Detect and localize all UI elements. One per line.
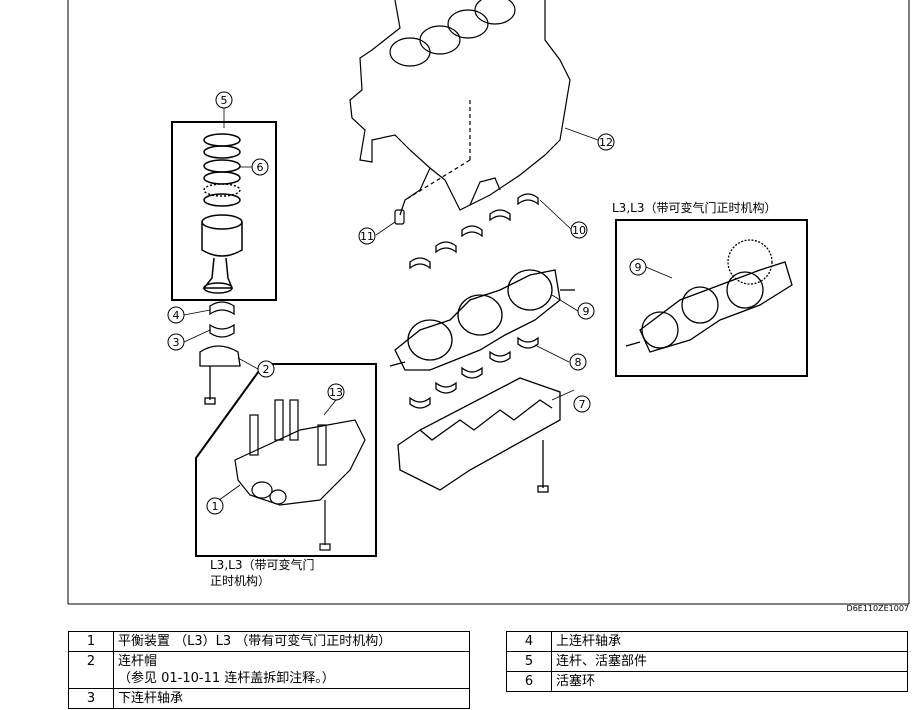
table-row: 3 下连杆轴承 (68, 688, 470, 709)
legend-text: 活塞环 (551, 671, 908, 692)
upper-main-bearings (409, 193, 539, 270)
legend-table-right: 4 上连杆轴承 5 连杆、活塞部件 6 活塞环 (506, 631, 908, 692)
callout-13: 13 (329, 386, 343, 399)
callout-2: 2 (263, 363, 270, 376)
balancer-inset-caption-2: 正时机构） (210, 573, 270, 588)
table-row: 4 上连杆轴承 (506, 631, 908, 652)
table-row: 5 连杆、活塞部件 (506, 651, 908, 672)
crankshaft (389, 269, 575, 371)
legend-note: （参见 01-10-11 连杆盖拆卸注释。） (118, 671, 335, 686)
callout-11: 11 (360, 230, 374, 243)
conrod-bearings-cap (199, 301, 241, 405)
callout-12: 12 (599, 136, 613, 149)
vvt-crankshaft-box (615, 219, 808, 377)
dowel-pin (394, 209, 405, 225)
legend-cell: 连杆帽 （参见 01-10-11 连杆盖拆卸注释。） (113, 651, 470, 689)
table-row: 6 活塞环 (506, 671, 908, 692)
callout-5: 5 (221, 94, 228, 107)
table-row: 2 连杆帽 （参见 01-10-11 连杆盖拆卸注释。） (68, 651, 470, 689)
callout-4: 4 (173, 309, 180, 322)
main-bearing-caps (397, 377, 561, 493)
legend-num: 6 (506, 671, 552, 692)
vvt-inset-caption: L3,L3（带可变气门正时机构） (612, 200, 776, 215)
callout-10: 10 (572, 224, 586, 237)
callout-9: 9 (583, 305, 590, 318)
callout-9-vvt: 9 (635, 261, 642, 274)
callout-3: 3 (173, 336, 180, 349)
table-row: 1 平衡装置 （L3）L3 （带有可变气门正时机构） (68, 631, 470, 652)
callout-8: 8 (575, 356, 582, 369)
vvt-crankshaft (625, 239, 793, 353)
callout-7: 7 (579, 398, 586, 411)
figure-code: D6E110ZE1007 (846, 604, 909, 613)
legend-text: 连杆帽 (118, 654, 158, 669)
piston-box (171, 121, 277, 301)
legend-text: 上连杆轴承 (551, 631, 908, 652)
balancer-box (195, 363, 377, 557)
piston-conrod (201, 214, 243, 294)
callout-1: 1 (212, 500, 219, 513)
legend-text: 连杆、活塞部件 (551, 651, 908, 672)
balancer-inset-caption-1: L3,L3（带可变气门 (210, 557, 314, 572)
legend-num: 2 (68, 651, 114, 689)
legend-text: 平衡装置 （L3）L3 （带有可变气门正时机构） (113, 631, 470, 652)
legend-text: 下连杆轴承 (113, 688, 470, 709)
exploded-parts-diagram: 5 6 4 3 2 1 13 7 8 9 10 11 12 9 L3,L3（带可… (67, 0, 910, 605)
lower-main-bearings (409, 336, 539, 409)
legend-num: 4 (506, 631, 552, 652)
balancer-unit (234, 399, 366, 551)
callout-6: 6 (257, 161, 264, 174)
cylinder-block (349, 0, 571, 216)
legend-table-left: 1 平衡装置 （L3）L3 （带有可变气门正时机构） 2 连杆帽 （参见 01-… (68, 631, 470, 709)
legend-num: 5 (506, 651, 552, 672)
piston-rings (203, 133, 241, 207)
legend-num: 3 (68, 688, 114, 709)
legend-num: 1 (68, 631, 114, 652)
